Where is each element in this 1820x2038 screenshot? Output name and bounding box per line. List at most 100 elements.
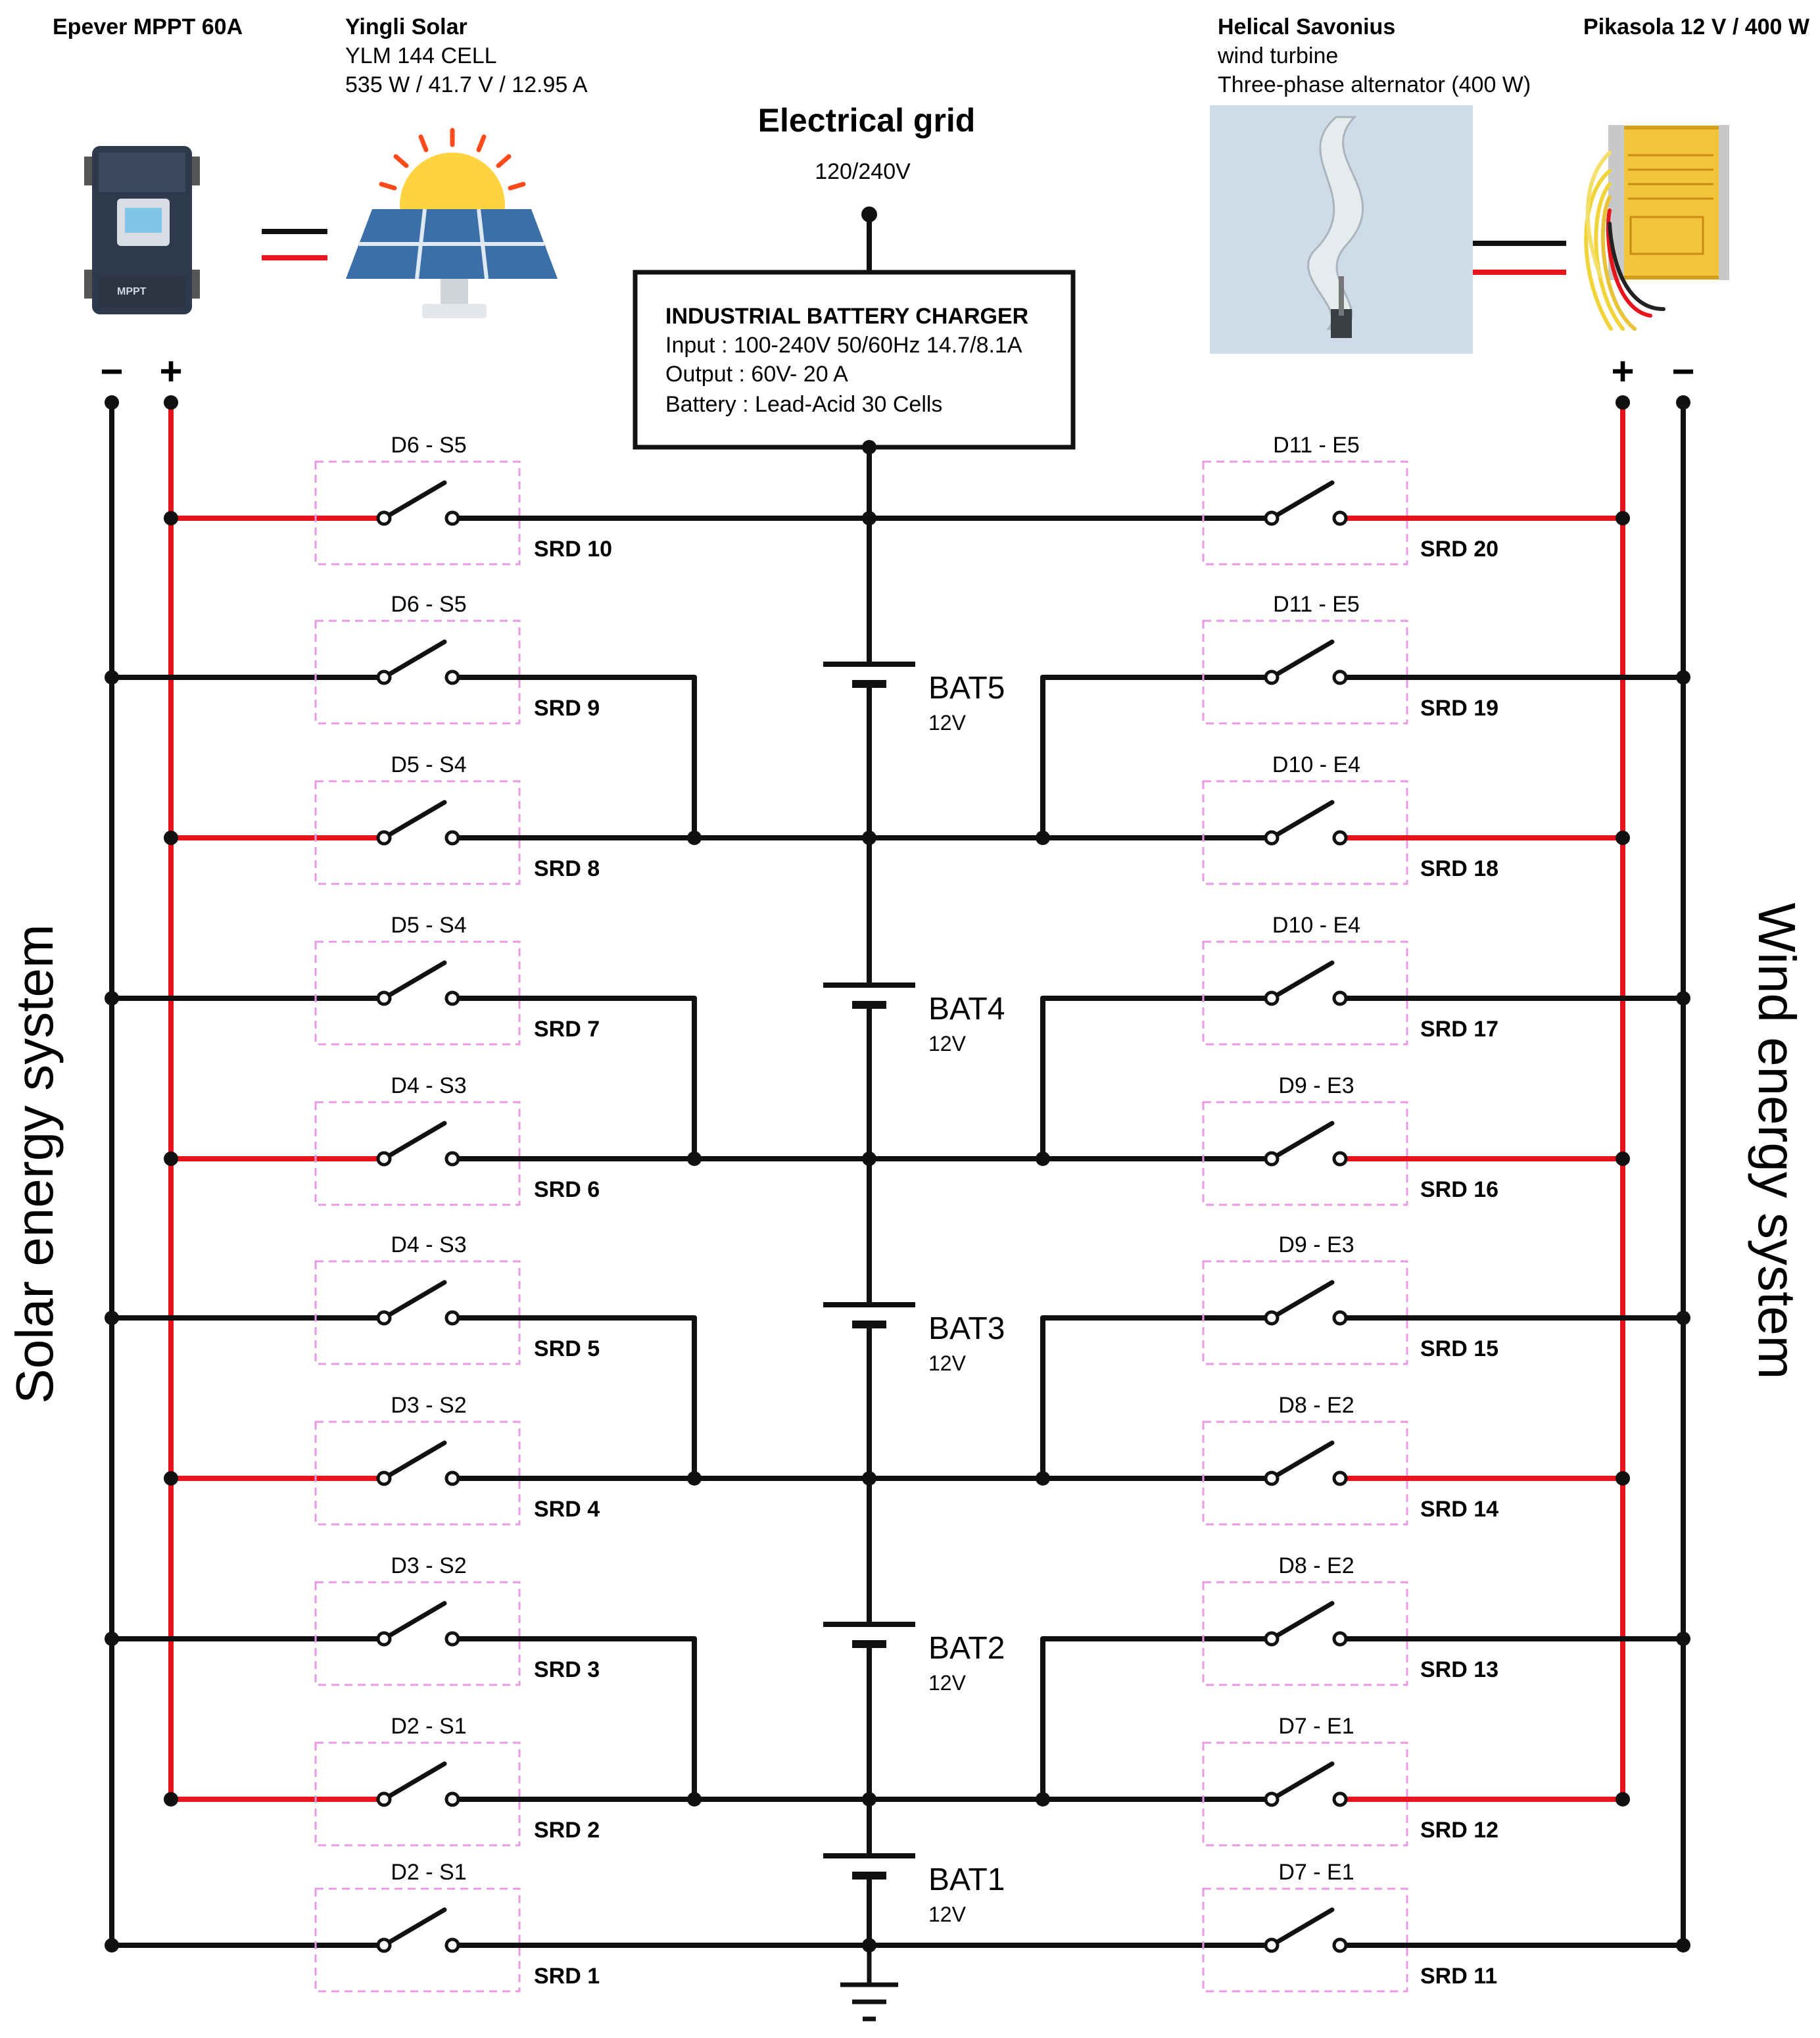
- junction-left-link: [687, 1792, 702, 1807]
- junction-wind-bus: [1676, 991, 1690, 1006]
- relay-srd-label: SRD 3: [534, 1657, 600, 1682]
- relay-label: D5 - S4: [391, 752, 466, 777]
- relay-switch-arm: [1269, 1440, 1335, 1481]
- relay-contact-b: [444, 510, 460, 526]
- relay-contact-a: [1264, 669, 1280, 685]
- mppt-title: Epever MPPT 60A: [53, 14, 243, 39]
- relay-contact-a: [1264, 1791, 1280, 1807]
- relay-box: [1202, 1260, 1408, 1365]
- charger-title: INDUSTRIAL BATTERY CHARGER: [665, 304, 1028, 329]
- relay-switch-arm: [381, 480, 447, 521]
- grid-voltage: 120/240V: [815, 159, 911, 184]
- relay-contact-a: [376, 1937, 392, 1953]
- relay-contact-a: [1264, 1631, 1280, 1647]
- relay-contact-a: [376, 669, 392, 685]
- relay-label: D4 - S3: [391, 1232, 466, 1257]
- relay-box: [1202, 1741, 1408, 1847]
- battery-name: BAT4: [928, 992, 1005, 1027]
- junction-left-link: [687, 1471, 702, 1486]
- relay-label: D3 - S2: [391, 1553, 466, 1578]
- relay-srd-label: SRD 18: [1420, 856, 1498, 881]
- relay-srd-label: SRD 6: [534, 1177, 600, 1202]
- junction-wind-bus: [1616, 1152, 1630, 1166]
- junction-wind-bus: [1616, 1792, 1630, 1807]
- relay-srd-label: SRD 17: [1420, 1017, 1498, 1042]
- wind-negative-terminal: [1676, 395, 1690, 410]
- junction-left-link: [687, 1152, 702, 1166]
- relay-contact-a: [1264, 1151, 1280, 1167]
- relay-contact-b: [1332, 1937, 1348, 1953]
- relay-box: [1202, 1420, 1408, 1526]
- turbine-line2: Three-phase alternator (400 W): [1218, 72, 1531, 97]
- relay-contact-b: [1332, 510, 1348, 526]
- relay-contact-a: [376, 1631, 392, 1647]
- junction-wind-bus: [1676, 1938, 1690, 1953]
- charger-terminal: [862, 440, 876, 454]
- relay-box: [314, 1420, 521, 1526]
- relay-switch-arm: [1269, 480, 1335, 521]
- relay-contact-b: [444, 1631, 460, 1647]
- charger-input: Input : 100-240V 50/60Hz 14.7/8.1A: [665, 333, 1022, 358]
- solar-model: YLM 144 CELL: [345, 43, 497, 68]
- grid-terminal: [861, 206, 877, 222]
- relay-srd-label: SRD 15: [1420, 1336, 1498, 1361]
- relay-contact-a: [376, 1470, 392, 1486]
- relay-contact-b: [444, 830, 460, 846]
- junction-wind-bus: [1676, 1632, 1690, 1646]
- relay-box: [314, 1101, 521, 1206]
- relay-label: D7 - E1: [1278, 1714, 1354, 1739]
- junction-solar-bus: [105, 1938, 119, 1953]
- relay-label: D10 - E4: [1272, 752, 1360, 777]
- relay-contact-b: [1332, 1310, 1348, 1326]
- junction-solar-bus: [164, 1792, 178, 1807]
- relay-switch-arm: [381, 800, 447, 840]
- relay-srd-label: SRD 20: [1420, 537, 1498, 562]
- wind-positive-terminal: [1616, 395, 1630, 410]
- junction-right-link: [1036, 1471, 1050, 1486]
- junction-wind-bus: [1616, 831, 1630, 845]
- relay-contact-b: [1332, 669, 1348, 685]
- pikasola-controller-image: [1584, 125, 1729, 331]
- relay-label: D2 - S1: [391, 1714, 466, 1739]
- relay-box: [314, 1581, 521, 1686]
- junction-solar-bus: [105, 991, 119, 1006]
- relay-box: [1202, 1887, 1408, 1993]
- relay-srd-label: SRD 8: [534, 856, 600, 881]
- turbine-line1: wind turbine: [1217, 43, 1338, 68]
- relay-contact-a: [376, 1151, 392, 1167]
- junction-wind-bus: [1676, 1311, 1690, 1325]
- relay-label: D2 - S1: [391, 1860, 466, 1885]
- junction-center: [862, 1792, 876, 1807]
- relay-box: [1202, 460, 1408, 566]
- relay-switch-arm: [381, 1280, 447, 1321]
- relay-box: [314, 619, 521, 725]
- battery-name: BAT3: [928, 1311, 1005, 1346]
- relay-contact-b: [1332, 1791, 1348, 1807]
- wind-plus-sign: +: [1611, 349, 1634, 393]
- junction-solar-bus: [105, 670, 119, 685]
- relay-box: [1202, 940, 1408, 1046]
- relay-contact-b: [1332, 990, 1348, 1006]
- relay-label: D4 - S3: [391, 1073, 466, 1098]
- relay-label: D11 - E5: [1273, 592, 1360, 617]
- wind-minus-sign: −: [1671, 349, 1694, 393]
- relay-box: [314, 1260, 521, 1365]
- junction-solar-bus: [105, 1311, 119, 1325]
- relay-srd-label: SRD 13: [1420, 1657, 1498, 1682]
- relay-contact-b: [444, 1151, 460, 1167]
- relay-contact-b: [444, 1310, 460, 1326]
- relay-contact-a: [1264, 1470, 1280, 1486]
